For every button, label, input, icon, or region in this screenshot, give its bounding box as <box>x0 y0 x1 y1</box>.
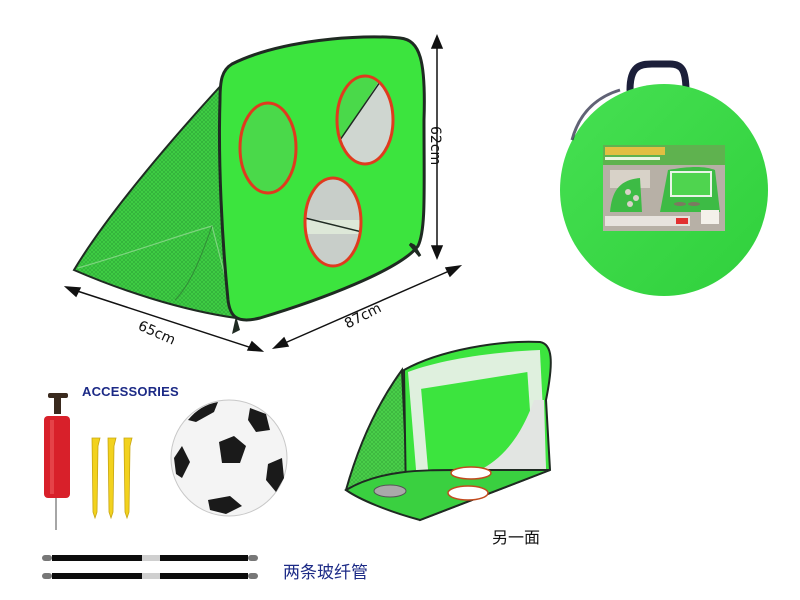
soccer-ball <box>170 399 288 517</box>
rods-caption: 两条玻纤管 <box>283 563 368 583</box>
goal-side-net <box>72 77 238 320</box>
target-hole-left <box>238 101 298 195</box>
fiberglass-rods <box>42 555 258 579</box>
dimension-height-label: 62cm <box>427 126 443 166</box>
package-label <box>603 145 725 231</box>
reverse-side-goal <box>344 340 552 522</box>
hand-pump <box>44 393 70 530</box>
package-pouch <box>560 60 768 296</box>
ground-stakes <box>91 437 133 520</box>
other-side-caption: 另一面 <box>492 528 541 547</box>
target-hole-bottom <box>303 176 363 268</box>
dimension-arrows <box>63 34 463 352</box>
accessories-heading: ACCESSORIES <box>82 384 179 399</box>
